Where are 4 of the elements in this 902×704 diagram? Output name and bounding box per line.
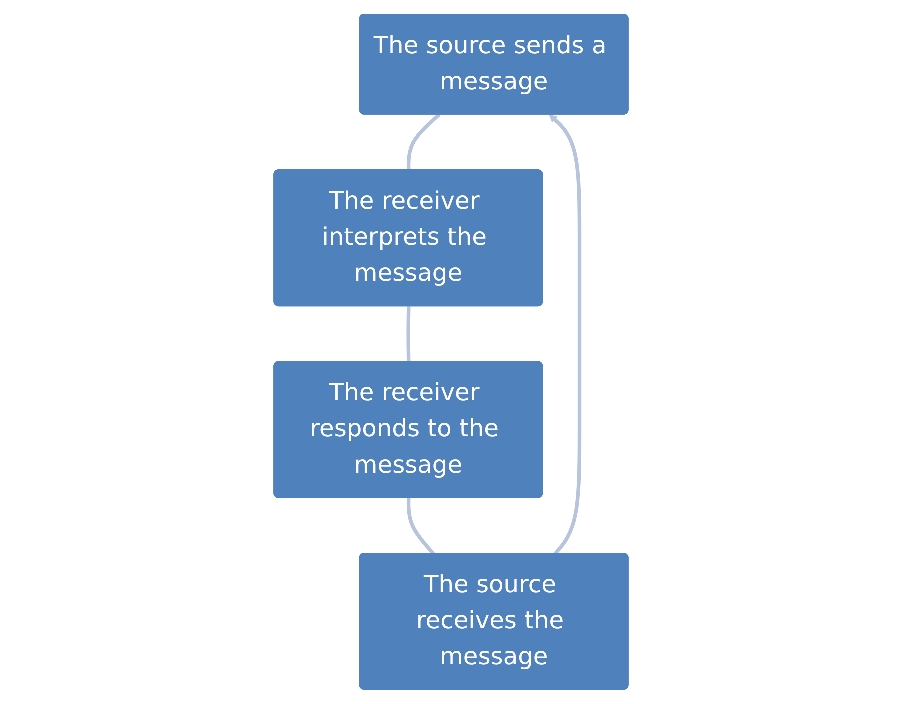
arrow [549, 114, 582, 556]
connector [406, 114, 440, 170]
connector [406, 498, 435, 556]
connector [406, 306, 410, 362]
